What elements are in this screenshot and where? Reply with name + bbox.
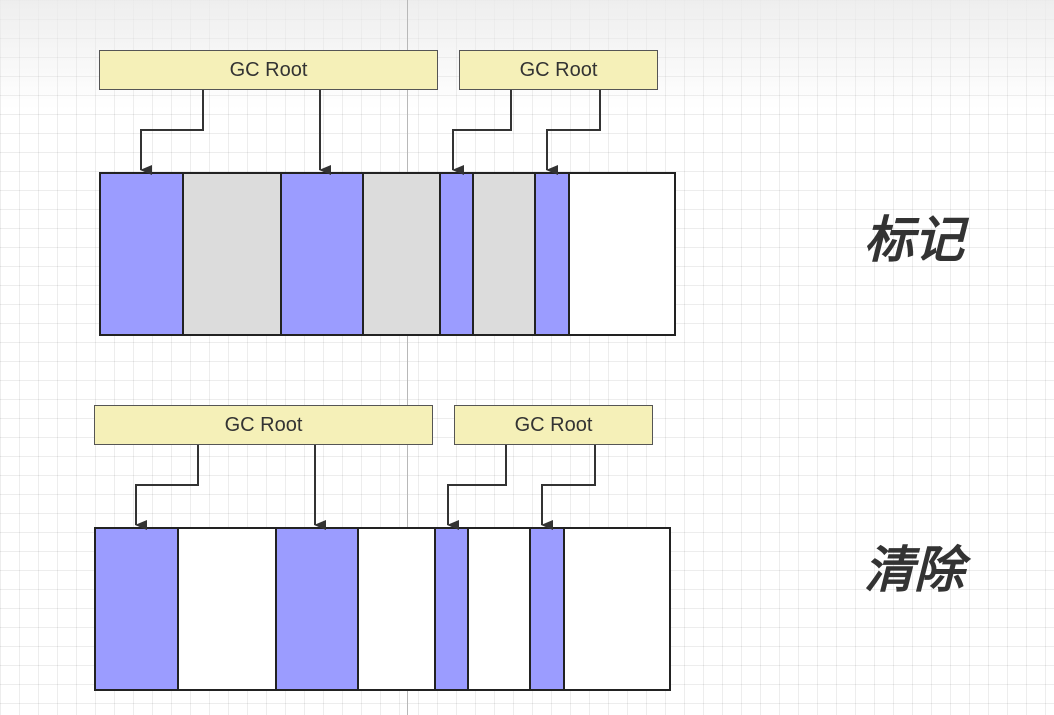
heap-block-live: [282, 174, 364, 334]
gc-root-box: GC Root: [459, 50, 658, 90]
heap-block-garbage: [364, 174, 441, 334]
gc-root-box: GC Root: [454, 405, 653, 445]
gc-root-box: GC Root: [94, 405, 433, 445]
center-guide-line: [407, 0, 408, 715]
heap-block-live: [531, 529, 565, 689]
heap-block-live: [536, 174, 570, 334]
heap-block-live: [277, 529, 359, 689]
reference-arrow: [452, 90, 512, 175]
reference-arrow: [140, 90, 204, 175]
heap-block-free: [359, 529, 436, 689]
mark-stage-label: 标记: [864, 211, 964, 269]
reference-arrow: [546, 90, 601, 175]
sweep-heap-bar: [94, 527, 671, 691]
heap-block-free: [469, 529, 531, 689]
heap-block-free: [179, 529, 277, 689]
reference-arrow: [541, 445, 596, 530]
heap-block-live: [96, 529, 179, 689]
heap-block-live: [101, 174, 184, 334]
heap-block-free: [570, 174, 674, 334]
heap-block-live: [436, 529, 469, 689]
mark-heap-bar: [99, 172, 676, 336]
heap-block-free: [565, 529, 669, 689]
sweep-stage-label: 清除: [864, 541, 964, 599]
heap-block-garbage: [184, 174, 282, 334]
heap-block-live: [441, 174, 474, 334]
reference-arrow: [447, 445, 507, 530]
heap-block-garbage: [474, 174, 536, 334]
reference-arrow: [135, 445, 199, 530]
gc-root-box: GC Root: [99, 50, 438, 90]
